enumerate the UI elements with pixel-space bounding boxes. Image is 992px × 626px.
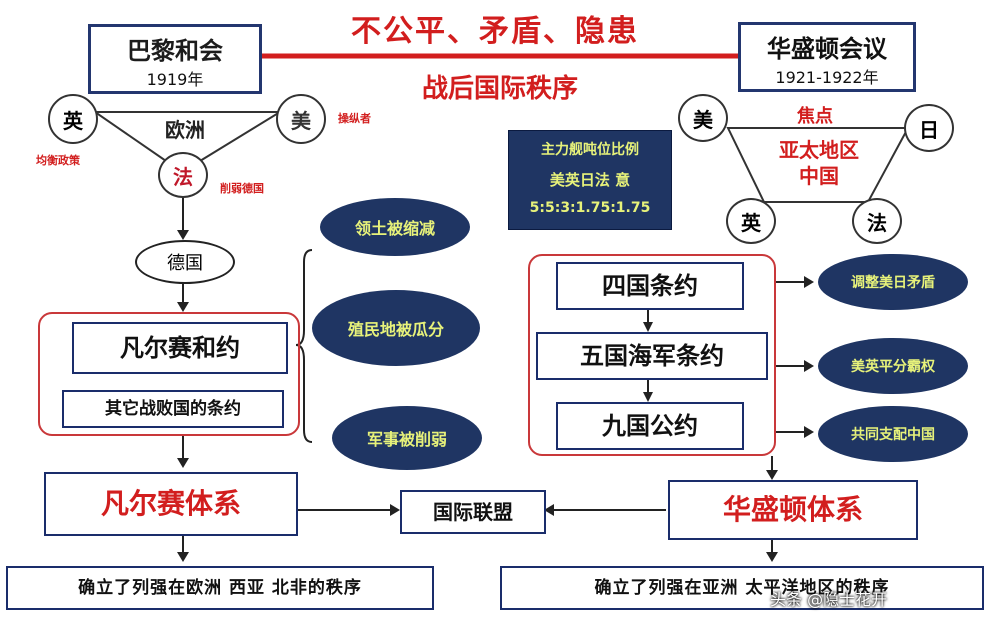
banner-title: 不公平、矛盾、隐患 [351,14,639,49]
note-britain: 均衡政策 [36,154,80,167]
naval-ratio-box: 主力舰吨位比例 美英日法 意 5:5:3:1.75:1.75 [508,130,672,230]
oval-control-china: 共同支配中国 [818,406,968,462]
naval-ratio-title: 主力舰吨位比例 [541,142,639,158]
note-france: 削弱德国 [220,182,264,195]
oval-us-japan-conflict: 调整美日矛盾 [818,254,968,310]
watermark: 头条 @隐士花开 [770,590,888,609]
oval-territory-reduced: 领土被缩减 [320,198,470,256]
node-japan: 日 [904,104,954,152]
node-usa: 美 [276,94,326,144]
note-usa: 操纵者 [338,112,371,125]
versailles-treaty-box: 凡尔赛和约 [72,322,288,374]
other-treaties-box: 其它战败国的条约 [62,390,284,428]
washington-system-box: 华盛顿体系 [668,480,918,540]
node-france-right: 法 [852,198,902,244]
page-subtitle: 战后国际秩序 [421,74,578,104]
china-label: 中国 [799,164,839,188]
asia-pacific-label: 亚太地区 [779,138,859,162]
paris-conference-box: 巴黎和会 1919年 [88,24,262,94]
node-britain: 英 [48,94,98,144]
paris-title: 巴黎和会 [127,37,223,65]
four-power-treaty-box: 四国条约 [556,262,744,310]
focus-label: 焦点 [797,106,833,127]
oval-colonies-divided: 殖民地被瓜分 [312,290,480,366]
washington-treaties-group [528,254,776,456]
germany-node: 德国 [135,240,235,284]
node-france: 法 [158,152,208,198]
naval-ratio-countries: 美英日法 意 [549,171,631,189]
node-usa-right: 美 [678,94,728,142]
europe-triangle [91,111,284,174]
paris-year: 1919年 [146,70,204,89]
node-britain-right: 英 [726,198,776,244]
washington-year: 1921-1922年 [775,68,879,87]
washington-conference-box: 华盛顿会议 1921-1922年 [738,22,916,92]
five-power-naval-treaty-box: 五国海军条约 [536,332,768,380]
league-of-nations-box: 国际联盟 [400,490,546,534]
europe-label: 欧洲 [165,118,205,142]
naval-ratio-values: 5:5:3:1.75:1.75 [529,200,651,216]
oval-military-weakened: 军事被削弱 [332,406,482,470]
versailles-result-box: 确立了列强在欧洲 西亚 北非的秩序 [6,566,434,610]
versailles-group [38,312,300,436]
washington-title: 华盛顿会议 [767,35,887,63]
versailles-system-box: 凡尔赛体系 [44,472,298,536]
oval-us-uk-hegemony: 美英平分霸权 [818,338,968,394]
nine-power-treaty-box: 九国公约 [556,402,744,450]
washington-result-box: 确立了列强在亚洲 太平洋地区的秩序 [500,566,984,610]
